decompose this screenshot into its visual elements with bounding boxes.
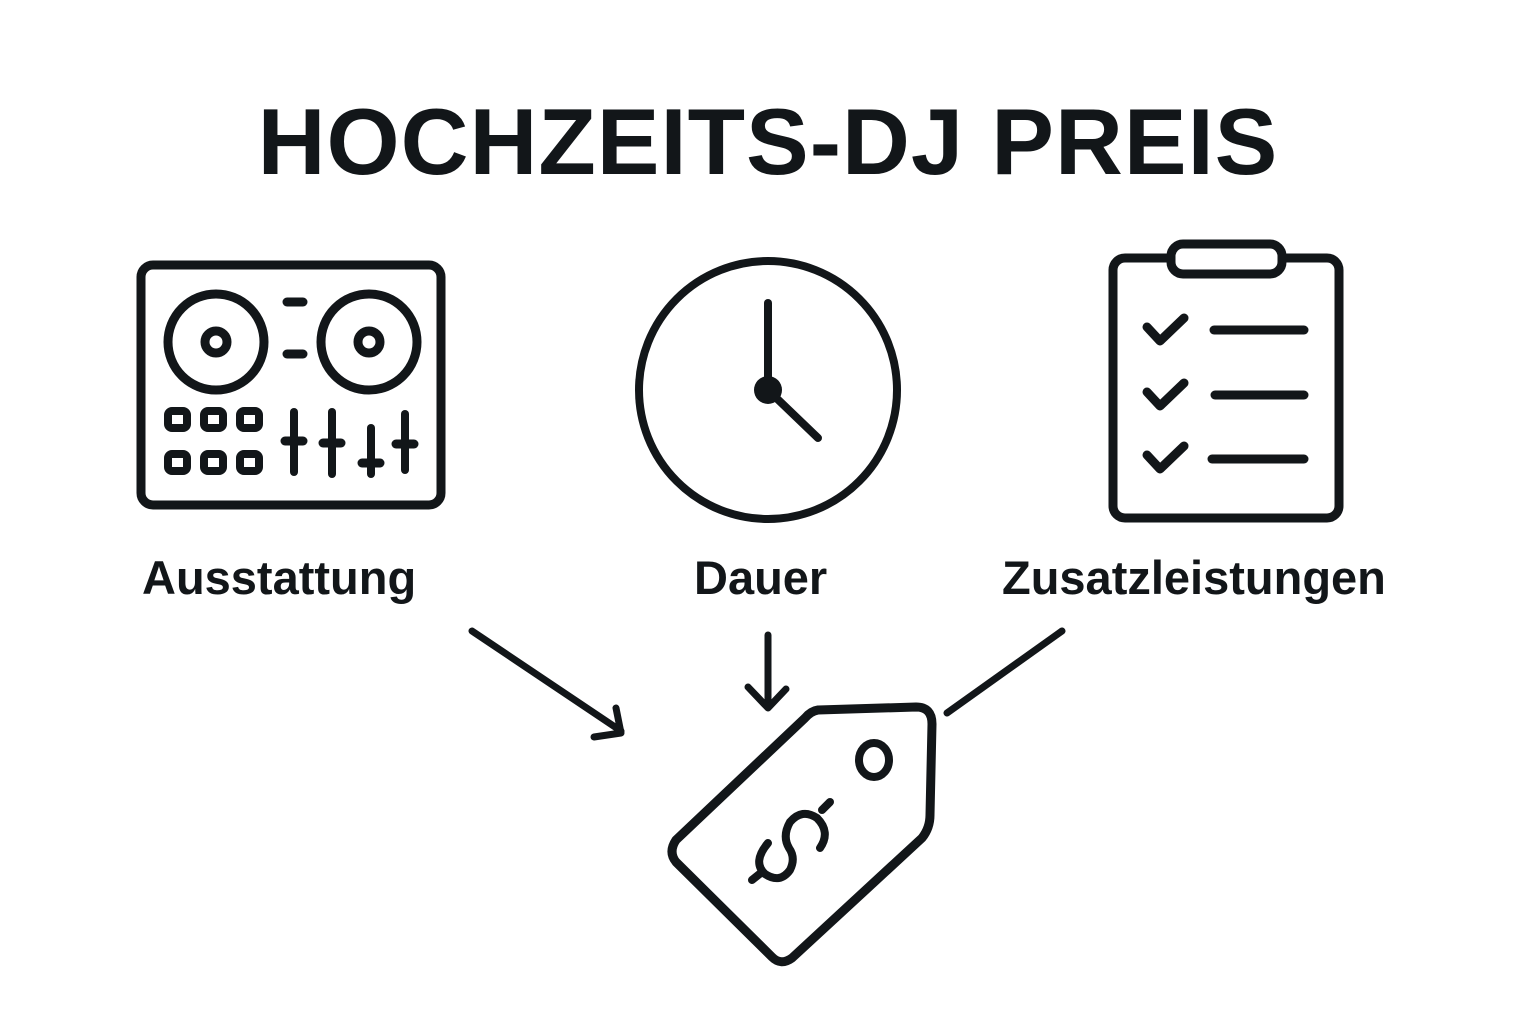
factor-label-ausstattung: Ausstattung bbox=[142, 551, 417, 604]
factor-label-dauer: Dauer bbox=[694, 551, 828, 604]
page-title: HOCHZEITS-DJ PREIS bbox=[257, 89, 1279, 194]
arrow-dauer-to-price bbox=[744, 631, 790, 712]
dj-controller-icon bbox=[136, 260, 446, 510]
price-tag-dollar-icon bbox=[667, 702, 937, 967]
arrow-ausstattung-to-price bbox=[468, 627, 625, 741]
factor-label-zusatzleistungen: Zusatzleistungen bbox=[1002, 551, 1386, 604]
checklist-clipboard-icon bbox=[1108, 239, 1344, 523]
clock-icon bbox=[635, 257, 901, 523]
line-zusatzleistungen-to-price bbox=[943, 627, 1066, 717]
